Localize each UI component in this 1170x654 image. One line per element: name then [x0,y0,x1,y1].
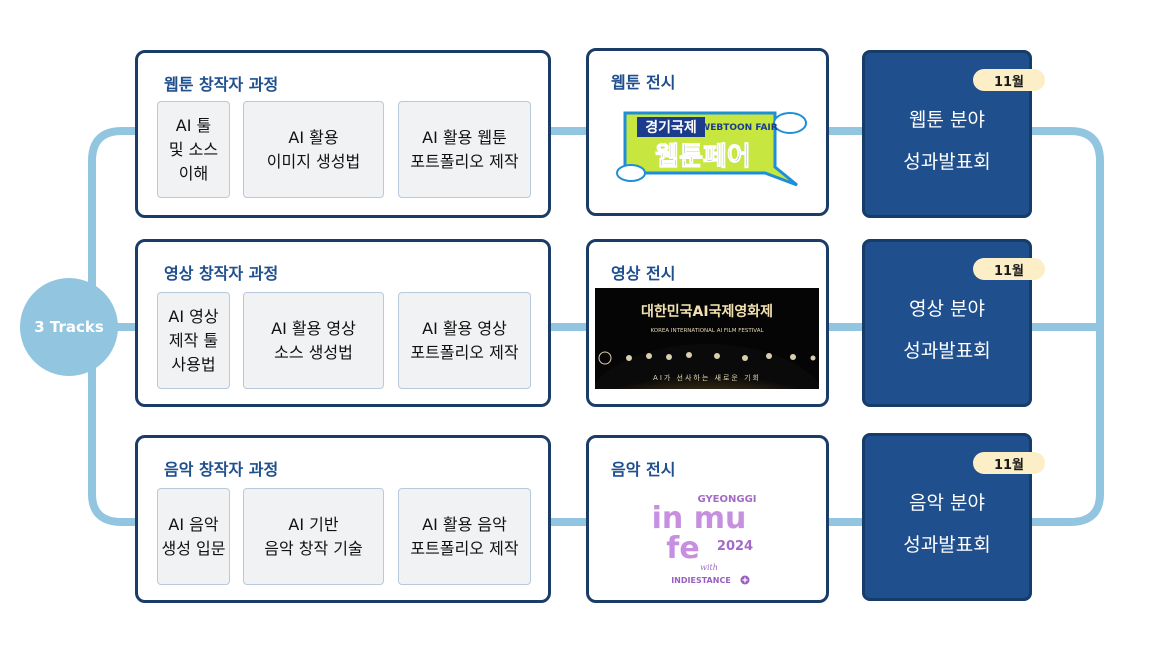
exhibit-card-music: 음악 전시 GYEONGGI in mu fe 2024 with INDIES… [586,435,829,603]
logo-text-top: GYEONGGI [697,494,756,505]
logo-text-tag: AI가 선사하는 새로운 기회 [653,373,761,382]
logo-text-line1: 대한민국AI국제영화제 [641,303,773,320]
module-card: AI 활용 웹툰 포트폴리오 제작 [398,101,531,198]
exhibit-card-webtoon: 웹툰 전시 경기국제 WEBTOON FAIR 웹툰페어 [586,48,829,216]
ai-film-festival-logo: 대한민국AI국제영화제 KOREA INTERNATIONAL AI FILM … [595,288,819,389]
result-card-webtoon: 11월 웹툰 분야 성과발표회 [862,50,1045,218]
month-badge: 11월 [973,258,1045,280]
month-badge: 11월 [973,69,1045,91]
module-card: AI 활용 영상 소스 생성법 [243,292,384,389]
logo-text-line2: KOREA INTERNATIONAL AI FILM FESTIVAL [650,328,764,334]
result-text: 웹툰 분야 성과발표회 [903,109,991,173]
module-card: AI 툴 및 소스 이해 [157,101,230,198]
logo-text-line2: fe [666,531,699,566]
result-card-music: 11월 음악 분야 성과발표회 [862,433,1045,601]
tracks-hub: 3 Tracks [20,278,118,376]
result-text: 음악 분야 성과발표회 [903,492,991,556]
logo-text-tag: WEBTOON FAIR [700,123,777,133]
exhibit-title: 음악 전시 [611,460,676,479]
course-card-webtoon: 웹툰 창작자 과정 AI 툴 및 소스 이해 AI 활용 이미지 생성법 AI … [135,50,551,218]
logo-text-line1: in mu [652,501,747,536]
logo-text-line1: 경기국제 [645,119,697,136]
exhibit-title: 웹툰 전시 [611,73,676,92]
result-card-video: 11월 영상 분야 성과발표회 [862,239,1045,407]
exhibit-card-video: 영상 전시 대한민국AI국제영화제 KOREA INTERNATIONAL AI… [586,239,829,407]
logo-text-with: with [700,563,718,572]
logo-text-tag: INDIESTANCE [671,576,731,585]
course-card-music: 음악 창작자 과정 AI 음악 생성 입문 AI 기반 음악 창작 기술 AI … [135,435,551,603]
hub-label: 3 Tracks [34,318,104,336]
module-card: AI 기반 음악 창작 기술 [243,488,384,585]
logo-text-year: 2024 [717,539,753,554]
exhibit-title: 영상 전시 [611,264,676,283]
webtoon-fair-logo: 경기국제 WEBTOON FAIR 웹툰페어 [616,111,807,187]
module-card: AI 영상 제작 툴 사용법 [157,292,230,389]
course-title: 음악 창작자 과정 [164,460,279,479]
result-text: 영상 분야 성과발표회 [903,298,991,362]
inmufe-logo: GYEONGGI in mu fe 2024 with INDIESTANCE [652,494,757,585]
course-card-video: 영상 창작자 과정 AI 영상 제작 툴 사용법 AI 활용 영상 소스 생성법… [135,239,551,407]
module-card: AI 활용 이미지 생성법 [243,101,384,198]
logo-text-line2: 웹툰페어 [655,142,751,172]
course-title: 영상 창작자 과정 [164,264,279,283]
month-badge: 11월 [973,452,1045,474]
course-title: 웹툰 창작자 과정 [164,75,279,94]
module-card: AI 음악 생성 입문 [157,488,230,585]
module-card: AI 활용 음악 포트폴리오 제작 [398,488,531,585]
module-card: AI 활용 영상 포트폴리오 제작 [398,292,531,389]
